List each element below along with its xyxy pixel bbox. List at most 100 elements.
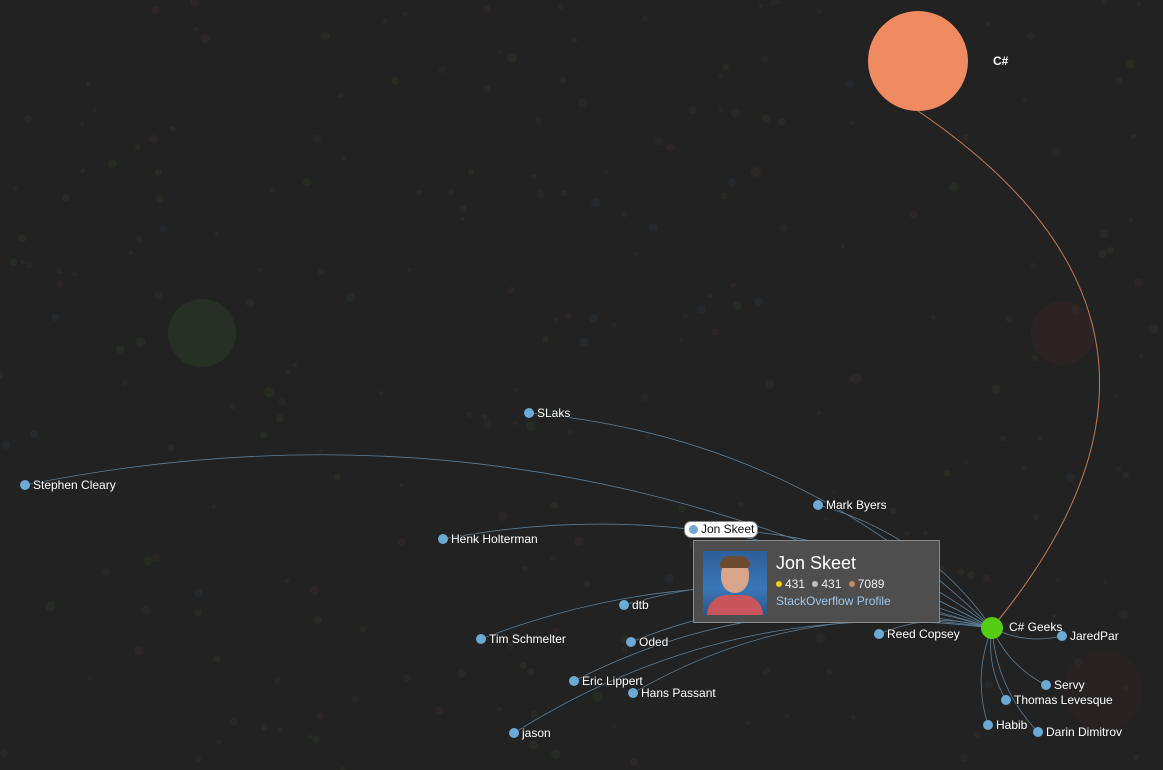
background-particle — [143, 556, 153, 566]
background-particle — [115, 344, 125, 354]
user-node[interactable] — [509, 728, 519, 738]
background-particle — [574, 536, 584, 546]
background-particle — [1099, 229, 1109, 239]
bronze-badge-icon — [848, 581, 855, 587]
gold-badge-icon — [776, 581, 782, 587]
user-node[interactable] — [1033, 727, 1043, 737]
background-particle — [889, 507, 897, 515]
faint-cluster-red — [1031, 301, 1095, 365]
user-node-label: Hans Passant — [641, 686, 716, 700]
bronze-badge-count: 7089 — [857, 577, 885, 591]
background-particle — [483, 419, 492, 428]
background-particle — [1030, 262, 1036, 268]
background-particle — [257, 267, 263, 273]
background-particle — [845, 79, 854, 88]
user-node[interactable] — [628, 688, 638, 698]
background-particle — [277, 727, 283, 734]
background-particle — [1102, 579, 1108, 585]
background-particle — [967, 571, 976, 580]
background-particle — [230, 717, 238, 726]
background-particle — [923, 530, 928, 536]
background-particle — [71, 271, 78, 277]
user-node-label: Reed Copsey — [887, 627, 960, 641]
background-particle — [1136, 1, 1141, 7]
background-particle — [513, 387, 518, 393]
user-node[interactable] — [476, 634, 486, 644]
background-particle — [320, 31, 330, 41]
background-particle — [312, 134, 322, 144]
background-particle — [682, 313, 689, 320]
selected-node-jon-skeet[interactable]: Jon Skeet — [684, 521, 759, 538]
background-particle — [1032, 514, 1039, 521]
user-node[interactable] — [1041, 680, 1051, 690]
background-particle — [534, 117, 542, 124]
background-particle — [56, 280, 64, 288]
background-particle — [577, 98, 587, 108]
background-particle — [313, 615, 322, 625]
background-particle — [648, 223, 658, 232]
background-particle — [259, 431, 268, 440]
user-node[interactable] — [569, 676, 579, 686]
faint-cluster-dark — [1063, 650, 1143, 730]
background-particle — [604, 169, 609, 175]
background-particle — [904, 531, 910, 537]
tag-node-csharp[interactable] — [868, 11, 968, 111]
background-particle — [62, 194, 70, 202]
user-node[interactable] — [1057, 631, 1067, 641]
background-particle — [1055, 577, 1060, 583]
background-particle — [1126, 59, 1136, 69]
user-node-label: SLaks — [537, 406, 570, 420]
user-node[interactable] — [983, 720, 993, 730]
background-particle — [167, 444, 175, 452]
user-node[interactable] — [813, 500, 823, 510]
background-particle — [909, 210, 918, 219]
background-particle — [483, 5, 491, 13]
background-particle — [269, 186, 276, 193]
user-node[interactable] — [438, 534, 448, 544]
background-particle — [528, 739, 538, 750]
stackoverflow-profile-link[interactable]: StackOverflow Profile — [776, 594, 891, 608]
background-particle — [312, 736, 320, 743]
background-particle — [482, 414, 488, 420]
background-particle — [229, 403, 236, 410]
background-particle — [565, 312, 572, 320]
background-particle — [738, 501, 744, 507]
background-particle — [1131, 134, 1136, 140]
user-node[interactable] — [874, 629, 884, 639]
background-particle — [30, 430, 39, 439]
background-particle — [931, 315, 936, 320]
background-particle — [991, 384, 1001, 394]
background-particle — [817, 8, 822, 14]
background-particle — [1134, 278, 1143, 287]
background-particle — [159, 224, 168, 233]
user-node[interactable] — [20, 480, 30, 490]
user-node-label: Oded — [639, 635, 668, 649]
user-node[interactable] — [626, 637, 636, 647]
user-node-label: Habib — [996, 718, 1028, 732]
background-particle — [633, 251, 639, 257]
background-particle — [611, 322, 617, 327]
background-particle — [621, 211, 628, 218]
user-node[interactable] — [1001, 695, 1011, 705]
background-particle — [959, 753, 969, 763]
background-particle — [761, 55, 769, 63]
background-particle — [448, 189, 455, 196]
tag-node-label: C# — [993, 54, 1009, 68]
background-particle — [754, 297, 763, 306]
background-particle — [18, 234, 27, 243]
user-node[interactable] — [619, 600, 629, 610]
background-particle — [678, 337, 684, 343]
graph-edge — [991, 627, 1039, 733]
hub-node-csharp-geeks[interactable] — [981, 617, 1003, 639]
background-particle — [558, 4, 564, 10]
background-particle — [1148, 324, 1158, 334]
background-particle — [0, 371, 4, 379]
graph-edge — [917, 110, 1101, 629]
background-particle — [359, 625, 367, 633]
user-node[interactable] — [524, 408, 534, 418]
background-particle — [775, 0, 781, 5]
background-particle — [0, 749, 9, 758]
background-particle — [949, 182, 959, 193]
